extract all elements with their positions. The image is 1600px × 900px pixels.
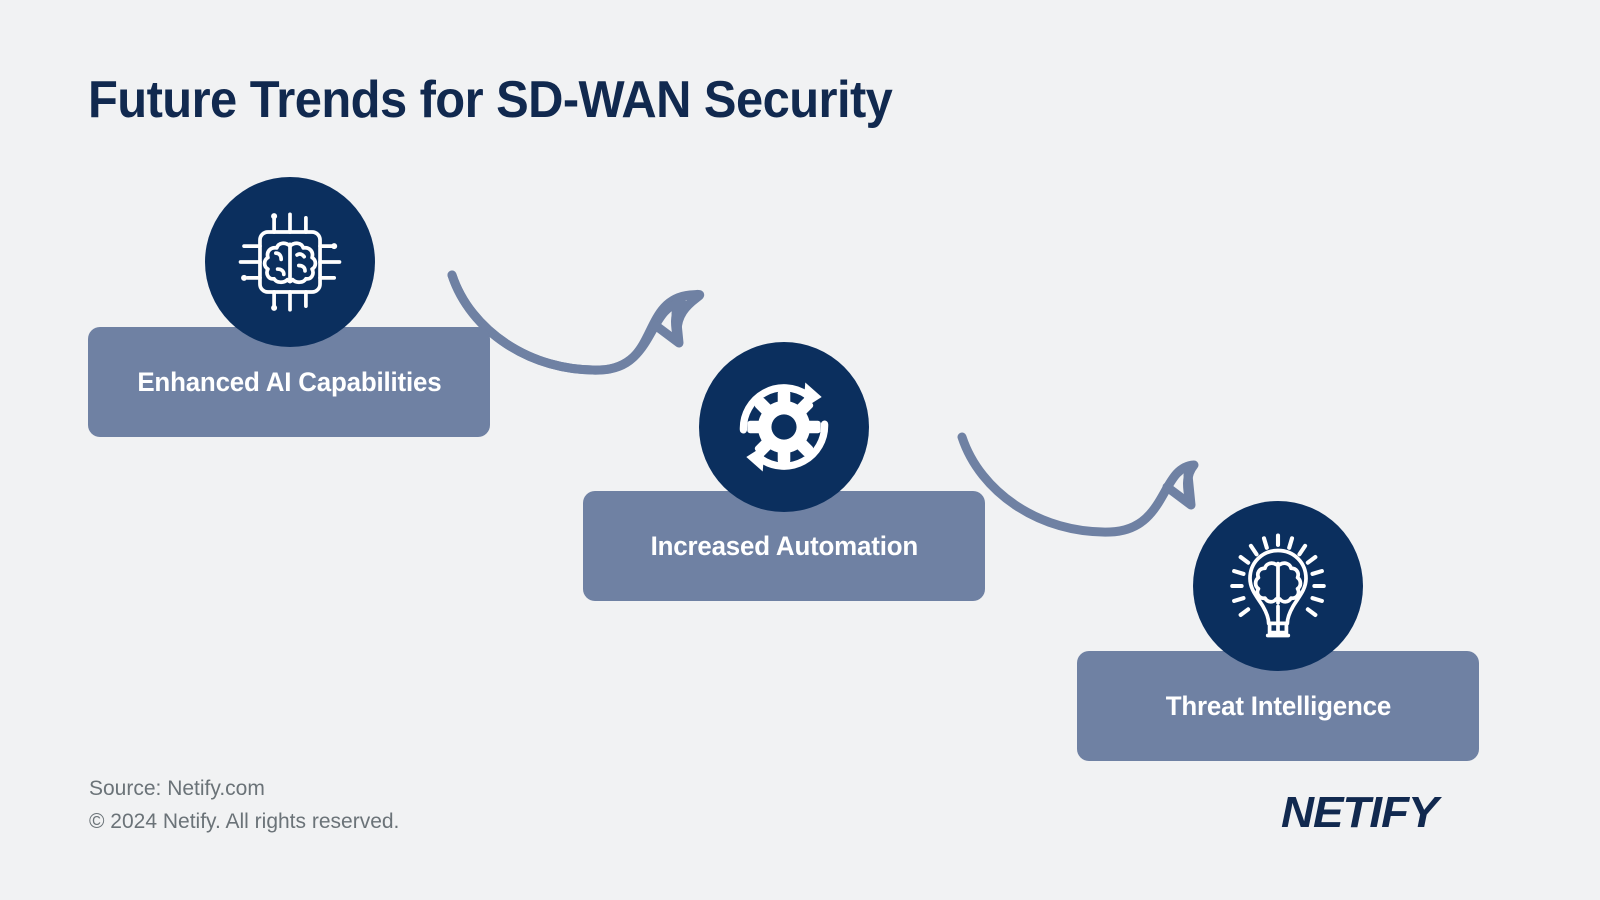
step-icon-circle: [205, 177, 375, 347]
step-icon-circle: [699, 342, 869, 512]
page-title: Future Trends for SD-WAN Security: [88, 71, 893, 129]
ai-chip-brain-icon: [238, 212, 342, 312]
copyright-text: © 2024 Netify. All rights reserved.: [89, 810, 400, 833]
lightbulb-brain-icon: [1230, 533, 1326, 638]
step-label-text: Enhanced AI Capabilities: [136, 366, 442, 397]
step-label-text: Increased Automation: [650, 530, 918, 561]
arrow-step2-to-step3: [957, 432, 1199, 537]
source-text: Source: Netify.com: [89, 777, 265, 800]
step-icon-circle: [1193, 501, 1363, 671]
step-label-text: Threat Intelligence: [1165, 690, 1391, 721]
gear-refresh-icon: [739, 382, 829, 472]
netify-logo: NETIFY: [1281, 788, 1439, 837]
